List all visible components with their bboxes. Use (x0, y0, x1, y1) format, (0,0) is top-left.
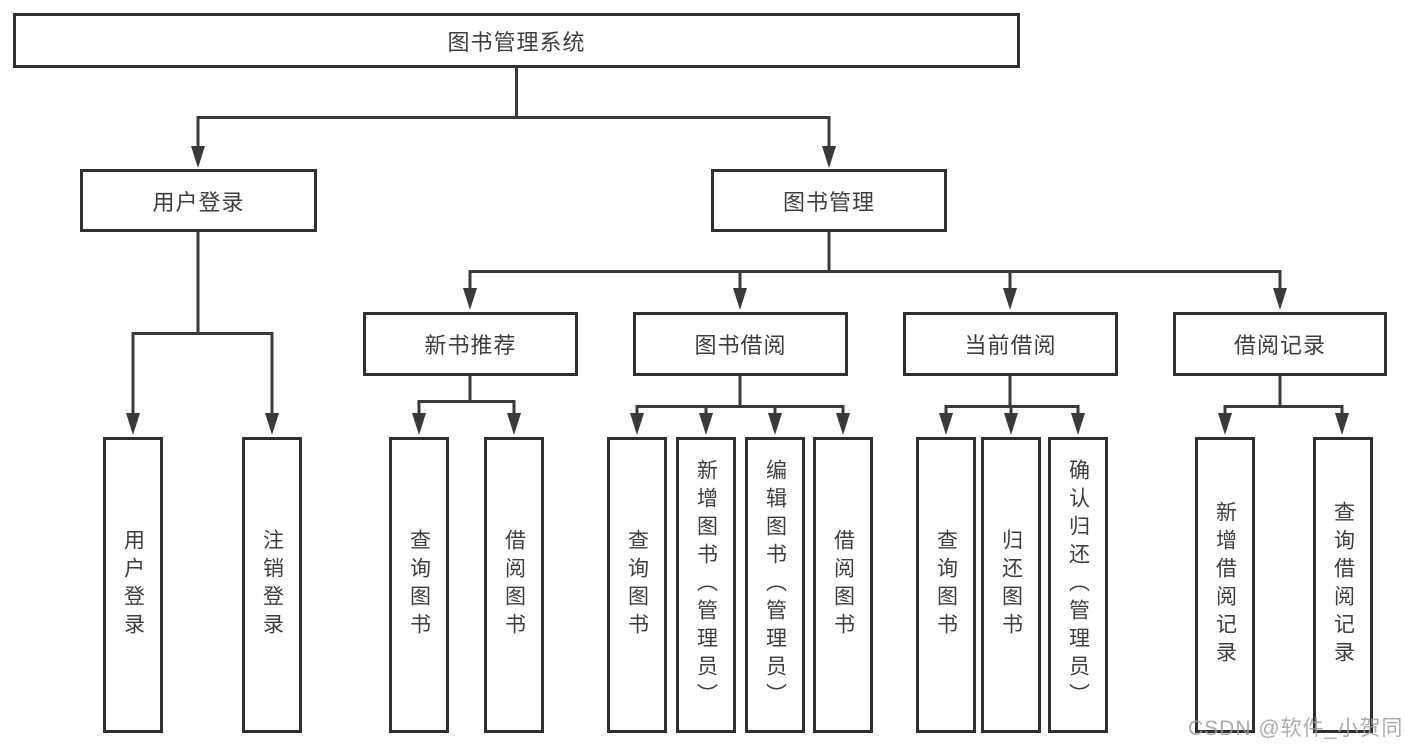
leaf-newbook-borrow-books-label: 借阅图书 (502, 529, 526, 641)
leaf-records-add-record-label: 新增借阅记录 (1213, 501, 1237, 669)
leaf-borrowing-borrow-books: 借阅图书 (813, 437, 873, 733)
node-current-borrowing: 当前借阅 (903, 312, 1118, 376)
leaf-logout-login: 注销登录 (242, 437, 302, 733)
node-book-management: 图书管理 (711, 169, 947, 232)
node-borrowing-records: 借阅记录 (1173, 312, 1387, 376)
leaf-borrowing-search-books: 查询图书 (607, 437, 667, 733)
leaf-borrowing-borrow-books-label: 借阅图书 (831, 529, 855, 641)
leaf-current-return-books-label: 归还图书 (999, 529, 1023, 641)
node-user-login-label: 用户登录 (152, 189, 245, 215)
leaf-logout-login-label: 注销登录 (260, 529, 284, 641)
leaf-borrowing-edit-books-admin-label: 编辑图书（管理员） (763, 459, 787, 711)
leaf-records-search-record: 查询借阅记录 (1313, 437, 1373, 733)
leaf-user-login-label: 用户登录 (121, 529, 145, 641)
node-borrowing-records-label: 借阅记录 (1233, 333, 1326, 358)
leaf-current-confirm-return-admin: 确认归还（管理员） (1048, 437, 1108, 733)
leaf-newbook-search-books-label: 查询图书 (407, 529, 431, 641)
watermark: CSDN @软件_小贺同学 (1188, 717, 1405, 740)
leaf-borrowing-add-books-admin: 新增图书（管理员） (676, 437, 736, 733)
node-book-borrowing-label: 图书借阅 (694, 333, 787, 358)
leaf-borrowing-edit-books-admin: 编辑图书（管理员） (745, 437, 805, 733)
leaf-records-add-record: 新增借阅记录 (1195, 437, 1255, 733)
leaf-current-search-books-label: 查询图书 (934, 529, 958, 641)
leaf-current-search-books: 查询图书 (916, 437, 976, 733)
node-new-book-recommend: 新书推荐 (363, 312, 578, 376)
leaf-newbook-search-books: 查询图书 (389, 437, 449, 733)
leaf-records-search-record-label: 查询借阅记录 (1331, 501, 1355, 669)
leaf-current-return-books: 归还图书 (981, 437, 1041, 733)
node-book-management-label: 图书管理 (782, 189, 875, 215)
leaf-user-login: 用户登录 (103, 437, 163, 733)
leaf-borrowing-search-books-label: 查询图书 (625, 529, 649, 641)
node-root: 图书管理系统 (13, 13, 1020, 68)
node-new-book-recommend-label: 新书推荐 (424, 333, 517, 358)
node-book-borrowing: 图书借阅 (633, 312, 848, 376)
leaf-current-confirm-return-admin-label: 确认归还（管理员） (1066, 459, 1090, 711)
leaf-newbook-borrow-books: 借阅图书 (484, 437, 544, 733)
node-user-login: 用户登录 (80, 169, 317, 232)
node-current-borrowing-label: 当前借阅 (964, 333, 1057, 358)
leaf-borrowing-add-books-admin-label: 新增图书（管理员） (694, 459, 718, 711)
node-root-label: 图书管理系统 (447, 29, 586, 55)
